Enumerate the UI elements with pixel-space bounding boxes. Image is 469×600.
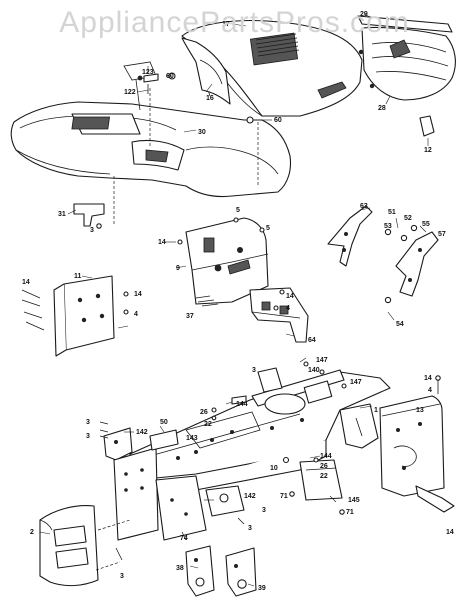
callout-3-c: 3: [86, 419, 90, 426]
callout-9: 9: [176, 265, 180, 272]
callout-140: 140: [308, 367, 320, 374]
callout-1: 1: [374, 407, 378, 414]
callout-50: 50: [160, 419, 168, 426]
side-bracket[interactable]: [21, 275, 129, 357]
callout-60-b: 60: [274, 117, 282, 124]
callout-26-b: 26: [320, 463, 328, 470]
misc-screws[interactable]: [99, 421, 245, 561]
callout-14-f: 14: [446, 529, 454, 536]
hood-hardware[interactable]: [143, 72, 254, 124]
callout-147-b: 147: [350, 379, 362, 386]
callout-31: 31: [58, 211, 66, 218]
callout-142: 142: [136, 429, 148, 436]
dash-hardware[interactable]: [195, 295, 219, 307]
callout-3-g: 3: [120, 573, 124, 580]
dash-panel[interactable]: [177, 217, 269, 305]
callout-16: 16: [206, 95, 214, 102]
callout-26: 26: [200, 409, 208, 416]
rear-hitch[interactable]: [282, 456, 345, 515]
callout-38: 38: [176, 565, 184, 572]
body-mount-bracket[interactable]: [73, 203, 105, 229]
callout-53: 53: [384, 223, 392, 230]
callout-5: 5: [236, 207, 240, 214]
frame-left-plate[interactable]: [103, 427, 179, 541]
callout-63: 63: [360, 203, 368, 210]
callout-143: 143: [186, 435, 198, 442]
callout-144: 144: [236, 401, 248, 408]
callout-3: 3: [90, 227, 94, 234]
right-side-plate[interactable]: [379, 375, 455, 513]
callout-71-b: 71: [346, 509, 354, 516]
grille-nose[interactable]: [357, 15, 456, 101]
pedal-linkage-right[interactable]: [384, 224, 439, 304]
callout-22: 22: [204, 421, 212, 428]
callout-51: 51: [388, 209, 396, 216]
callout-3-d: 3: [86, 433, 90, 440]
hood-side-panel[interactable]: [181, 37, 231, 105]
callout-29: 29: [360, 11, 368, 18]
callout-39: 39: [258, 585, 266, 592]
callout-71: 71: [280, 493, 288, 500]
callout-labels: 17 29 123 60 122 16 28 30 60 12 31 3 5 5…: [22, 11, 454, 592]
rear-bracket-right[interactable]: [225, 547, 257, 597]
callout-2: 2: [30, 529, 34, 536]
callout-28: 28: [378, 105, 386, 112]
callout-14-b: 14: [22, 279, 30, 286]
callout-57: 57: [438, 231, 446, 238]
callout-144-b: 144: [320, 453, 332, 460]
leader-lines: [39, 13, 427, 587]
callout-10: 10: [270, 465, 278, 472]
callout-60: 60: [166, 73, 174, 80]
front-plate[interactable]: [39, 505, 99, 587]
callout-14-d: 14: [286, 293, 294, 300]
console-bracket[interactable]: [249, 287, 309, 343]
callout-4-c: 4: [428, 387, 432, 394]
frame-top-bracket[interactable]: [257, 361, 347, 393]
callout-17: 17: [222, 21, 230, 28]
body-fender[interactable]: [10, 61, 292, 198]
callout-147: 147: [316, 357, 328, 364]
callout-12: 12: [424, 147, 432, 154]
callout-14-c: 14: [134, 291, 142, 298]
callout-11: 11: [74, 273, 82, 280]
callout-3-f: 3: [248, 525, 252, 532]
callout-55: 55: [422, 221, 430, 228]
frame-lower-plate[interactable]: [155, 475, 245, 541]
callout-13: 13: [416, 407, 424, 414]
callout-74: 74: [180, 535, 188, 542]
callout-4-b: 4: [286, 305, 290, 312]
callout-52: 52: [404, 215, 412, 222]
callout-145: 145: [348, 497, 360, 504]
rear-bracket-left[interactable]: [185, 545, 215, 597]
callout-37: 37: [186, 313, 194, 320]
callout-123: 123: [142, 69, 154, 76]
callout-30: 30: [198, 129, 206, 136]
callout-3-e: 3: [262, 507, 266, 514]
callout-64: 64: [308, 337, 316, 344]
pedal-linkage-left[interactable]: [327, 205, 373, 267]
callout-14: 14: [158, 239, 166, 246]
callout-142-b: 142: [244, 493, 256, 500]
callout-122: 122: [124, 89, 136, 96]
callout-14-e: 14: [424, 375, 432, 382]
callout-4: 4: [134, 311, 138, 318]
callout-5-b: 5: [266, 225, 270, 232]
callout-3-b: 3: [252, 367, 256, 374]
callout-54: 54: [396, 321, 404, 328]
hood-bracket[interactable]: [419, 115, 435, 146]
callout-22-b: 22: [320, 473, 328, 480]
